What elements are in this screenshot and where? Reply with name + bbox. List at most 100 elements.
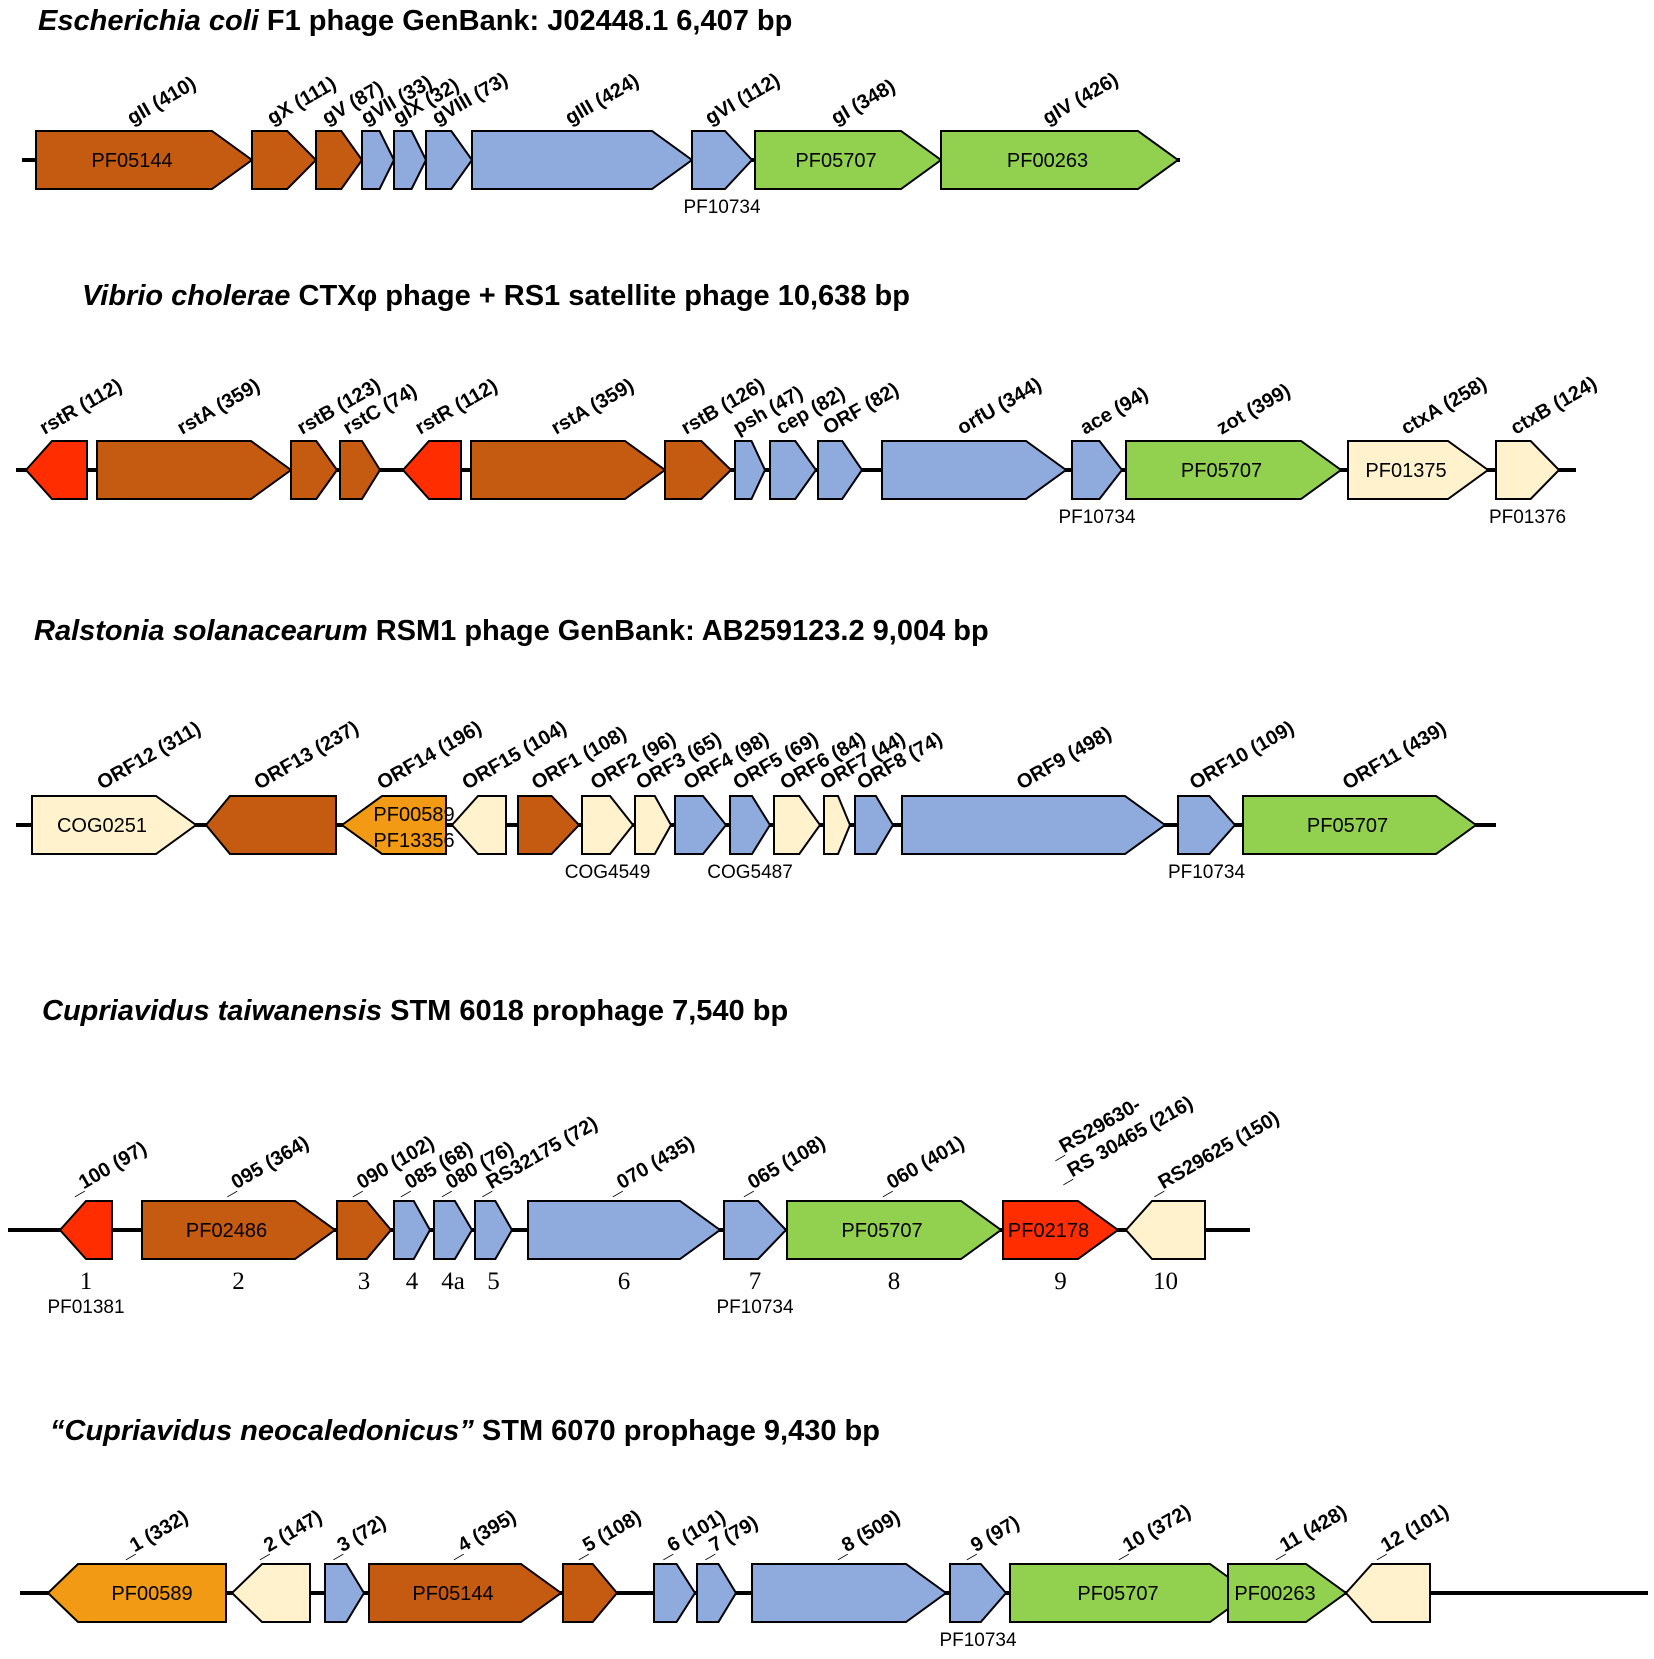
- track-title: Escherichia coli F1 phage GenBank: J0244…: [38, 5, 792, 37]
- gene-number: 8: [888, 1268, 901, 1295]
- gene-number: 10: [1153, 1268, 1178, 1295]
- gene-shape: [773, 795, 822, 855]
- gene-label: zot (399): [1213, 380, 1294, 440]
- gene-shape: [31, 795, 198, 855]
- gene-label: _1 (332): [116, 1506, 192, 1563]
- gene-shape: [634, 795, 673, 855]
- gene-shape: [24, 440, 88, 500]
- gene-arrow: ctxB (124)PF01376: [1489, 372, 1601, 528]
- gene-arrow: gIV (426)PF00263: [940, 69, 1180, 190]
- gene-shape: [562, 1563, 619, 1623]
- gene-arrow: _8 (509): [751, 1506, 948, 1623]
- gene-shape: [527, 1200, 722, 1260]
- gene-shape: [141, 1200, 337, 1260]
- gene-shape: [336, 1200, 393, 1260]
- gene-shape: [315, 130, 364, 190]
- gene-shape: [734, 440, 767, 500]
- track-title-organism: “Cupriavidus neocaledonicus”: [50, 1415, 474, 1447]
- domain-label: PF00263: [1234, 1583, 1315, 1605]
- domain-label-below: PF10734: [1058, 507, 1136, 528]
- gene-label: _12 (101): [1367, 1500, 1453, 1562]
- gene-shape: [1495, 440, 1561, 500]
- gene-arrow: _090 (102)3: [336, 1132, 438, 1295]
- domain-label-below: COG4549: [565, 862, 651, 883]
- gene-label: rstR (112): [412, 375, 502, 440]
- gene-label: _100 (97): [65, 1137, 151, 1199]
- gene-shape: [340, 795, 447, 855]
- track-title-organism: Cupriavidus taiwanensis: [42, 995, 382, 1027]
- gene-shape: [361, 130, 396, 190]
- gene-shape: [769, 440, 818, 500]
- domain-label: PF13356: [373, 830, 454, 852]
- track-title-details: STM 6070 prophage 9,430 bp: [474, 1415, 880, 1447]
- domain-label: PF01375: [1365, 460, 1446, 482]
- gene-label: rstR (112): [36, 375, 126, 440]
- gene-shape: [581, 795, 635, 855]
- gene-label: ORF10 (109): [1186, 717, 1298, 794]
- gene-shape: [433, 1200, 474, 1260]
- gene-arrow: _2 (147): [230, 1506, 326, 1623]
- gene-label: _9 (97): [957, 1512, 1024, 1563]
- gene-arrow: _1 (332)PF00589: [46, 1506, 227, 1623]
- genome-track: “Cupriavidus neocaledonicus” STM 6070 pr…: [20, 1415, 1648, 1651]
- gene-label: ace (94): [1077, 383, 1153, 439]
- gene-shape: [1242, 795, 1478, 855]
- gene-number: 9: [1054, 1268, 1067, 1295]
- gene-number: 7: [749, 1268, 762, 1295]
- gene-shape: [751, 1563, 948, 1623]
- gene-label: rstA (359): [174, 375, 264, 440]
- track-title-organism: Vibrio cholerae: [82, 280, 290, 312]
- track-title-details: CTXφ phage + RS1 satellite phage 10,638 …: [290, 280, 909, 312]
- gene-shape: [1227, 1563, 1348, 1623]
- gene-label: gVI (112): [702, 69, 784, 129]
- track-title: “Cupriavidus neocaledonicus” STM 6070 pr…: [50, 1415, 880, 1447]
- track-title-details: STM 6018 prophage 7,540 bp: [382, 995, 788, 1027]
- track-title: Ralstonia solanacearum RSM1 phage GenBan…: [34, 615, 989, 647]
- gene-shape: [204, 795, 337, 855]
- gene-shape: [290, 440, 339, 500]
- gene-shape: [393, 130, 428, 190]
- gene-shape: [949, 1563, 1008, 1623]
- gene-shape: [691, 130, 754, 190]
- gene-shape: [901, 795, 1167, 855]
- gene-shape: [450, 795, 507, 855]
- gene-number: 4a: [441, 1268, 465, 1295]
- gene-arrow: gI (348)PF05707: [754, 75, 943, 190]
- gene-shape: [324, 1563, 366, 1623]
- gene-shape: [823, 795, 852, 855]
- gene-label: ORF9 (498): [1013, 722, 1115, 794]
- domain-label: PF05707: [795, 150, 876, 172]
- gene-shape: [723, 1200, 788, 1260]
- gene-shape: [729, 795, 772, 855]
- track-title: Vibrio cholerae CTXφ phage + RS1 satelli…: [82, 280, 910, 312]
- gene-shape: [664, 440, 733, 500]
- domain-label-below: PF10734: [1168, 862, 1246, 883]
- gene-label: _11 (428): [1266, 1501, 1351, 1563]
- domain-label: PF05144: [412, 1583, 493, 1605]
- genome-track: Vibrio cholerae CTXφ phage + RS1 satelli…: [16, 280, 1601, 528]
- domain-label-below: COG5487: [707, 862, 793, 883]
- gene-shape: [854, 795, 895, 855]
- gene-shape: [517, 795, 581, 855]
- gene-number: 6: [618, 1268, 631, 1295]
- gene-shape: [251, 130, 318, 190]
- gene-label: _10 (372): [1109, 1500, 1195, 1562]
- gene-label: ctxA (258): [1398, 373, 1491, 439]
- gene-label: gII (410): [124, 72, 200, 129]
- gene-label: _5 (108): [569, 1506, 645, 1563]
- gene-label: gIV (426): [1039, 69, 1122, 130]
- gene-label: ORF11 (439): [1339, 717, 1450, 794]
- gene-shape: [754, 130, 943, 190]
- gene-label: _065 (108): [734, 1132, 830, 1200]
- gene-number: 1: [80, 1268, 93, 1295]
- gene-number: 3: [358, 1268, 371, 1295]
- gene-arrow: zot (399)PF05707: [1125, 380, 1343, 500]
- track-title-organism: Ralstonia solanacearum: [34, 615, 368, 647]
- gene-shape: [1002, 1200, 1120, 1260]
- gene-shape: [1124, 1200, 1206, 1260]
- domain-label: PF05707: [841, 1220, 922, 1242]
- gene-arrow: _5 (108): [562, 1506, 645, 1623]
- gene-shape: [786, 1200, 1003, 1260]
